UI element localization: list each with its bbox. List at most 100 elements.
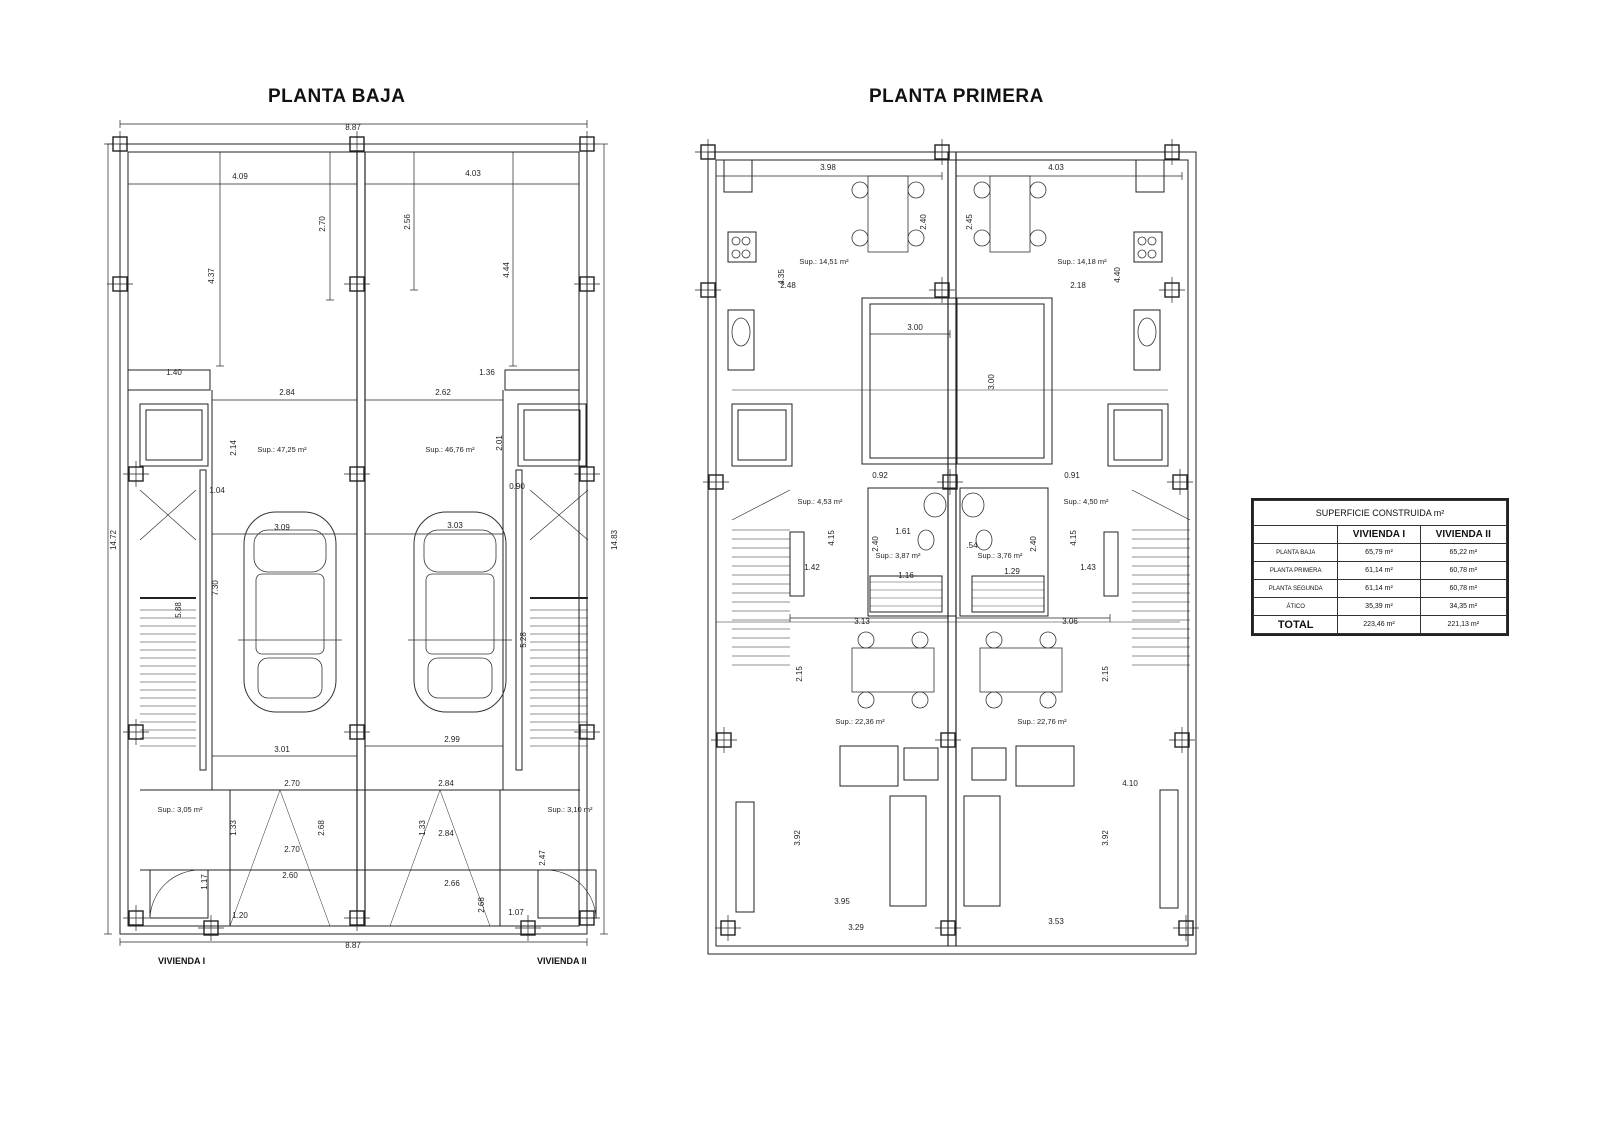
dimension-label: Sup.: 3,10 m²: [547, 805, 593, 814]
table-top: [989, 175, 1031, 253]
dimension-label: 3.06: [1062, 617, 1078, 626]
dimension-label: Sup.: 4,53 m²: [797, 497, 843, 506]
column-marker: [515, 915, 541, 941]
chair-icon: [857, 691, 875, 709]
vivienda-2-label: VIVIENDA II: [537, 956, 587, 966]
row-value-v2: 60,78 m²: [1419, 561, 1508, 580]
plan-rect: [1103, 531, 1119, 597]
column-marker: [107, 131, 133, 157]
dimension-label: Sup.: 3,87 m²: [875, 551, 921, 560]
dimension-label: 4.15: [1069, 530, 1078, 546]
wall-line: [389, 789, 441, 927]
column-marker: [107, 271, 133, 297]
plan-rect: [727, 309, 755, 371]
row-value-v1: 61,14 m²: [1337, 579, 1421, 598]
dimension-label: 2.40: [1029, 536, 1038, 552]
column-marker: [344, 719, 370, 745]
plan-rect: [1133, 309, 1161, 371]
hob-burner-icon: [1147, 236, 1157, 246]
total-value-v2: 221,13 m²: [1419, 615, 1508, 634]
column-marker: [703, 469, 729, 495]
plan-rect: [735, 801, 755, 913]
dimension-label: 8.87: [345, 123, 361, 132]
dimension-label: 2.60: [282, 871, 298, 880]
dimension-label: 0.90: [509, 482, 525, 491]
dimension-label: 1.20: [232, 911, 248, 920]
dimension-label: .54: [966, 541, 978, 550]
chair-icon: [985, 631, 1003, 649]
wall-line: [439, 789, 491, 927]
wall-line: [139, 489, 197, 541]
column-marker: [695, 139, 721, 165]
plan-rect: [1015, 745, 1075, 787]
car-body: [413, 511, 507, 713]
column-marker: [937, 469, 963, 495]
first-floor-title: PLANTA PRIMERA: [869, 86, 1044, 107]
dining-table-icon: [851, 631, 935, 709]
hob-burner-icon: [1137, 249, 1147, 259]
column-marker: [344, 131, 370, 157]
column-marker: [929, 139, 955, 165]
plan-rect: [127, 369, 211, 391]
plan-rect: [537, 869, 597, 919]
dimension-label: 2.84: [438, 829, 454, 838]
dimension-label: 1.40: [166, 368, 182, 377]
chair-icon: [911, 631, 929, 649]
hob-burner-icon: [731, 249, 741, 259]
plan-rect: [869, 575, 943, 613]
dimension-label: 2.84: [438, 779, 454, 788]
column-marker: [198, 915, 224, 941]
washbasin-icon: [923, 492, 947, 518]
chair-icon: [1029, 181, 1047, 199]
plan-rect: [1107, 403, 1169, 467]
table-row: PLANTA SEGUNDA 61,14 m² 60,78 m²: [1252, 579, 1508, 598]
dimension-label: 1.04: [209, 486, 225, 495]
dimension-label: 2.15: [795, 666, 804, 682]
dimension-label: 2.99: [444, 735, 460, 744]
column-marker: [1159, 139, 1185, 165]
plan-rect: [523, 409, 581, 461]
dimension-label: 14.83: [610, 529, 619, 550]
area-table-corner: [1252, 525, 1339, 544]
dimension-label: Sup.: 47,25 m²: [257, 445, 307, 454]
dimension-label: 1.36: [479, 368, 495, 377]
dimension-label: 4.09: [232, 172, 248, 181]
dimension-label: 3.95: [834, 897, 850, 906]
plan-rect: [971, 575, 1045, 613]
car-roof: [255, 573, 325, 655]
door-arc: [149, 869, 201, 919]
dimension-label: 2.62: [435, 388, 451, 397]
dimension-label: 1.17: [200, 874, 209, 890]
row-value-v1: 61,14 m²: [1337, 561, 1421, 580]
dining-table-icon: [979, 631, 1063, 709]
dimension-label: 3.92: [793, 830, 802, 846]
dimension-label: 5.28: [519, 632, 528, 648]
dimension-label: 2.40: [919, 214, 928, 230]
dimension-label: Sup.: 14,51 m²: [799, 257, 849, 266]
dimension-label: 2.56: [403, 214, 412, 230]
plan-rect: [737, 409, 787, 461]
chair-icon: [973, 229, 991, 247]
dimension-label: 1.42: [804, 563, 820, 572]
row-value-v2: 60,78 m²: [1419, 579, 1508, 598]
plan-rect: [139, 403, 209, 467]
dimension-label: 2.84: [279, 388, 295, 397]
plan-rect: [1159, 789, 1179, 909]
column-marker: [711, 727, 737, 753]
dimension-label: 4.37: [207, 268, 216, 284]
sink-icon: [731, 317, 751, 347]
car-windshield: [253, 529, 327, 573]
dimension-label: 3.09: [274, 523, 290, 532]
column-marker: [935, 727, 961, 753]
dimension-label: 3.01: [274, 745, 290, 754]
column-marker: [574, 271, 600, 297]
dimension-label: Sup.: 4,50 m²: [1063, 497, 1109, 506]
plan-rect: [727, 231, 757, 263]
dimension-label: 2.01: [495, 435, 504, 451]
dimension-label: Sup.: 3,76 m²: [977, 551, 1023, 560]
column-marker: [1167, 469, 1193, 495]
dimension-label: 3.00: [907, 323, 923, 332]
chair-icon: [973, 181, 991, 199]
chair-icon: [857, 631, 875, 649]
dimension-label: 3.53: [1048, 917, 1064, 926]
